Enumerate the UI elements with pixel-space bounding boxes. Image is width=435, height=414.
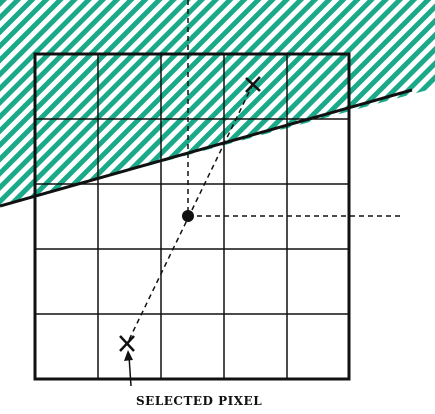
selected-pixel-cross-marker [119, 335, 135, 352]
pixel-grid [33, 52, 351, 381]
upper-cross-marker [245, 76, 261, 93]
hatched-region [0, 0, 435, 206]
selected-pixel-caption: SELECTED PIXEL [136, 394, 262, 408]
arrow-up-icon [124, 350, 133, 387]
edge-line [0, 88, 413, 208]
grid-border [33, 52, 351, 381]
center-dot-marker [182, 210, 194, 222]
